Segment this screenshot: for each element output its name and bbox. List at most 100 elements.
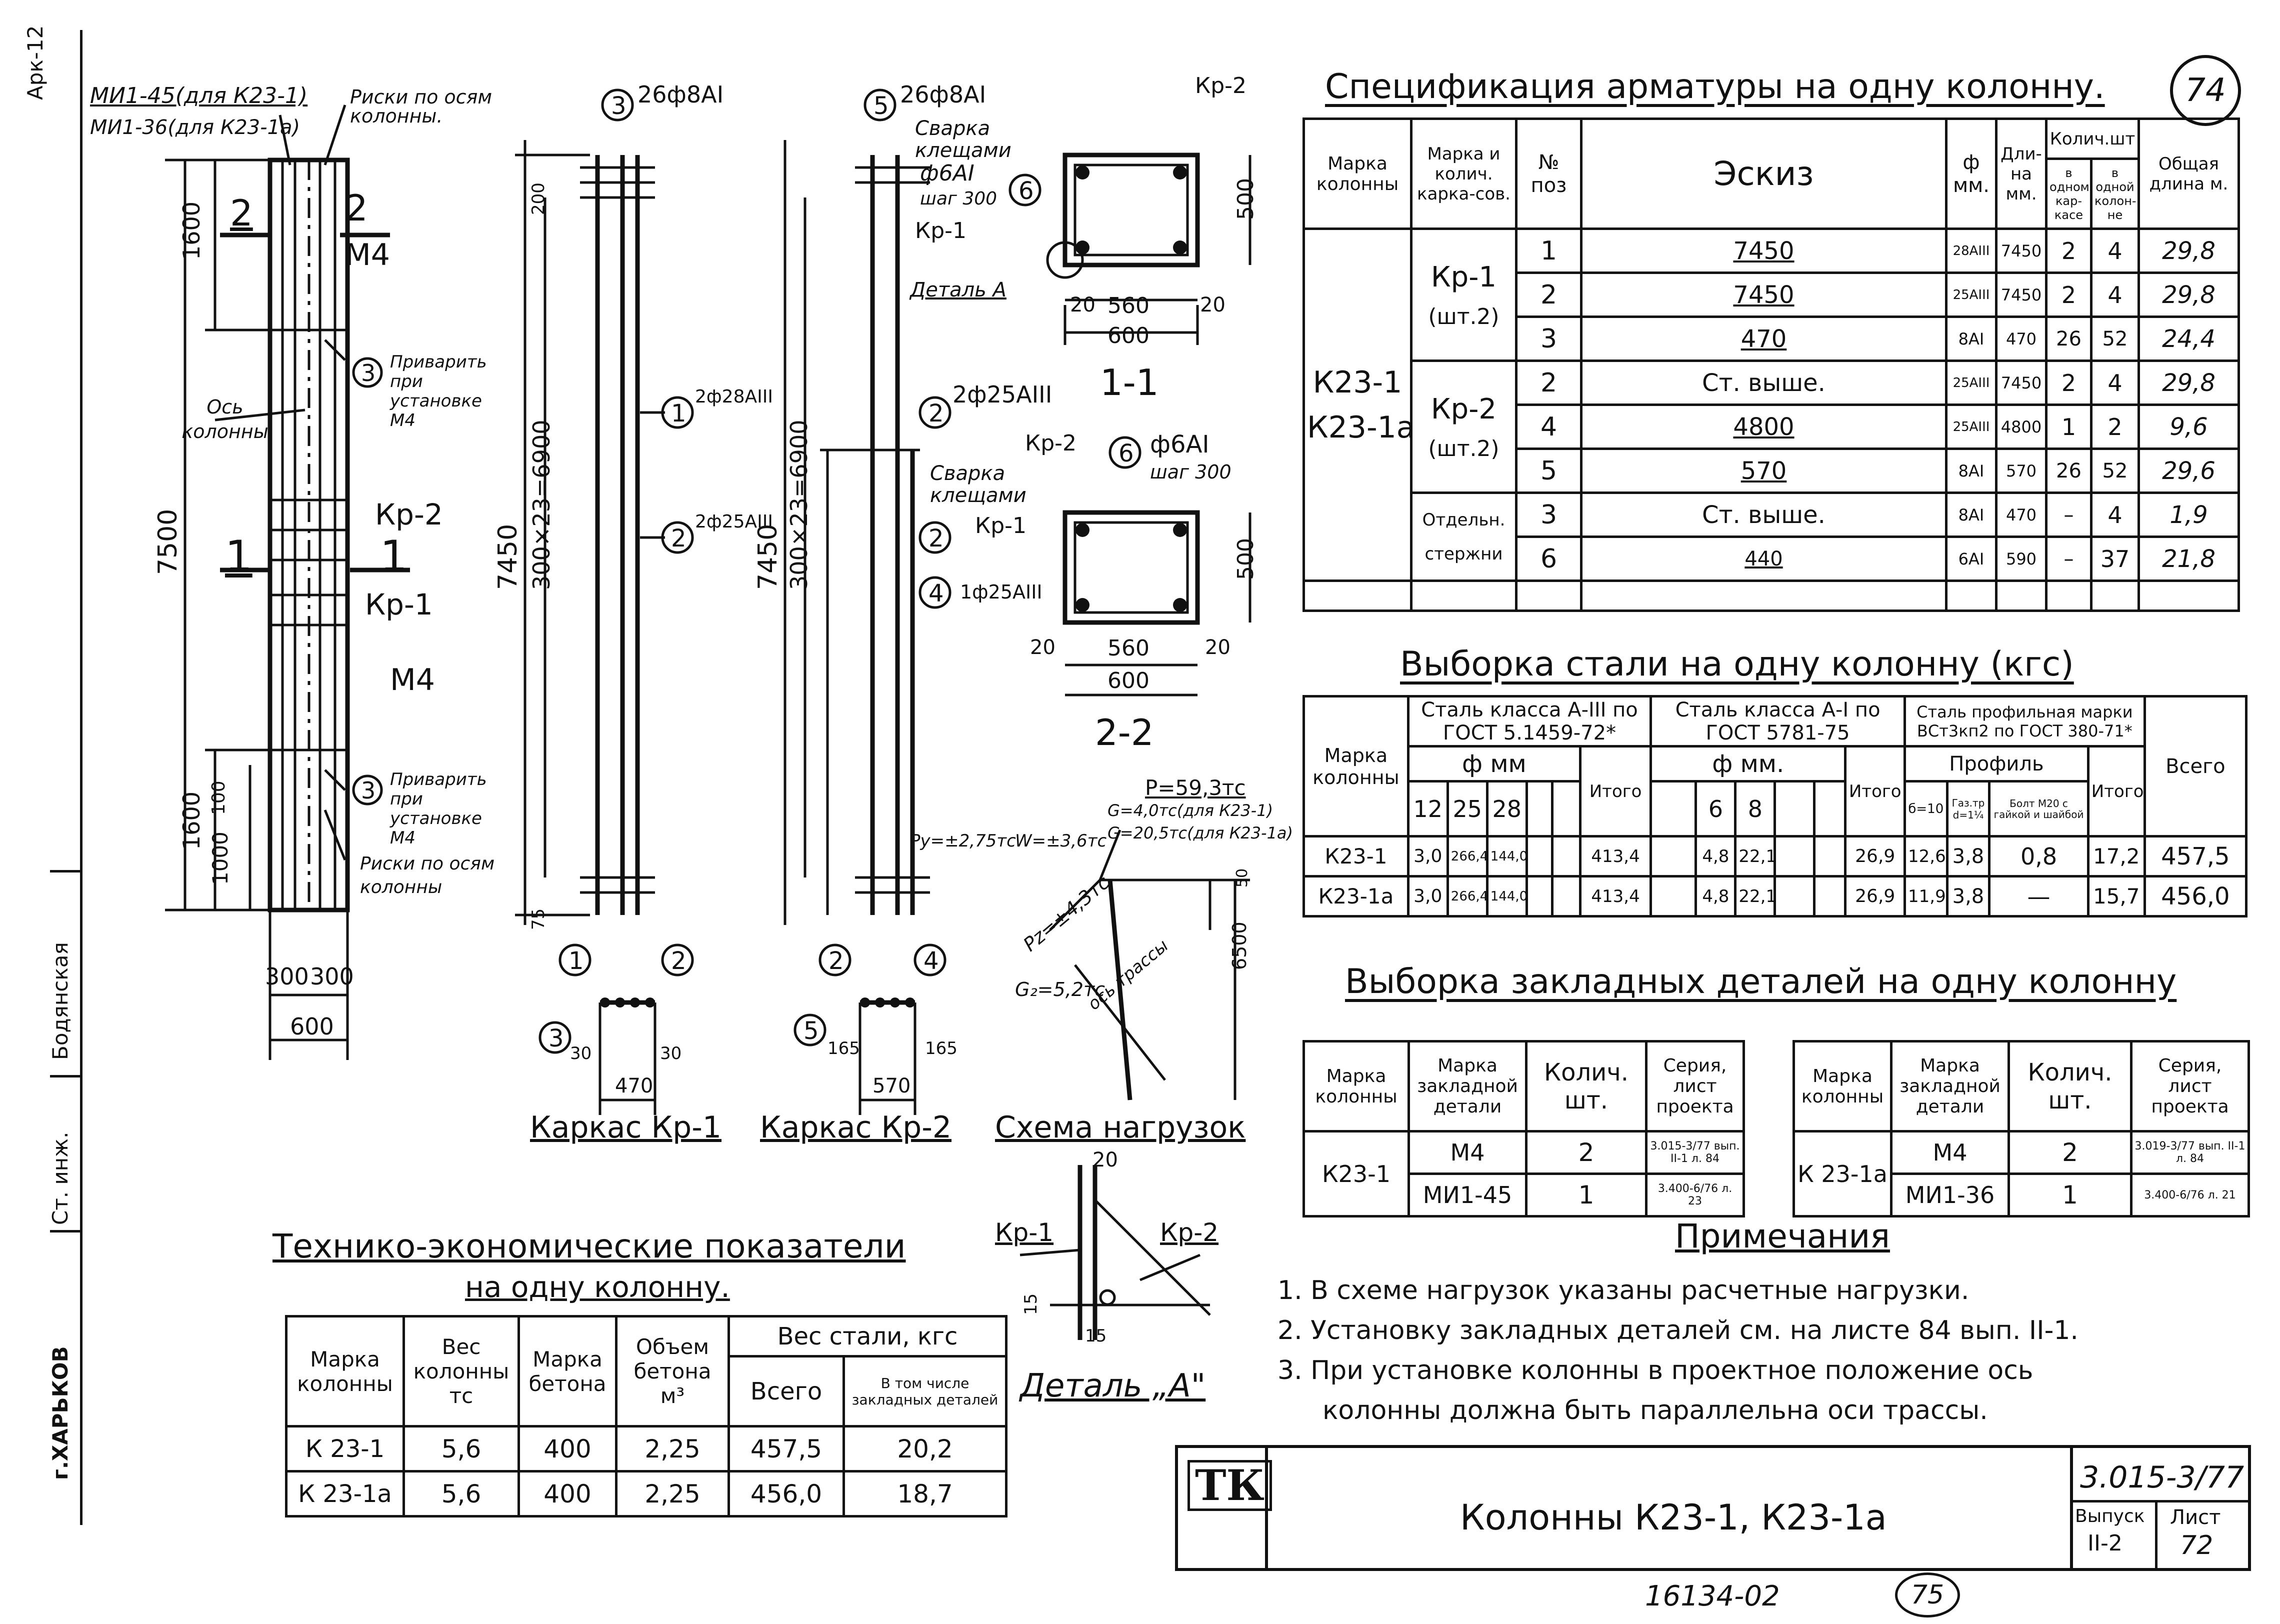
kr1-sec2-label: Кр-1 [975,513,1027,538]
steel-r0-a25: 266,4 [1446,835,1488,878]
spec-r6-pos: 3 [1515,492,1582,538]
spec-r1-len: 7450 [1995,272,2048,318]
spec-r3-sketch: Ст. выше. [1580,360,1948,406]
spec-r3-total: 29,8 [2138,360,2240,406]
emb-l-r0-m: М4 [1408,1130,1528,1175]
frame-kr2-title: Каркас Кр-2 [760,1110,952,1145]
weld-m4-bottom: Приварить при установке М4 [390,770,487,848]
tech-r0-mark: К 23-1 [285,1425,405,1472]
tech-r1-all: 456,0 [728,1470,845,1518]
emb-r-h0: Марка колонны [1792,1040,1892,1132]
steel-r0-c3: 0,8 [1988,835,2090,878]
dim-600-s1: 600 [1108,323,1150,348]
pos-2-label: 2 [928,400,944,428]
spec-r0-n1: 2 [2045,228,2092,274]
steel-table: Марка колонны Сталь класса А-III по ГОСТ… [1302,695,2248,918]
embedded-label-b: МИ1-36(для К23-1а) [90,116,300,139]
emb-l-r0-n: 2 [1525,1130,1648,1175]
steel-r1-c3: — [1988,875,2090,918]
spec-r3-len: 7450 [1995,360,2048,406]
spec-r2-sketch: 470 [1580,316,1948,362]
dim-7450-kr2: 7450 [753,524,783,590]
spec-r7-dia: 6АI [1945,536,1998,582]
spec-r4-dia: 25АIII [1945,404,1998,450]
spec-r7-total: 21,8 [2138,536,2240,582]
spec-r0-total: 29,8 [2138,228,2240,274]
dim-7500: 7500 [153,508,183,575]
spec-r6-dia: 8АI [1945,492,1998,538]
spec-r6-n1: – [2045,492,2092,538]
spec-r7-n1: – [2045,536,2092,582]
spec-r6-n2: 4 [2090,492,2140,538]
m4-top: М4 [345,238,390,272]
steel-h-d12: 12 [1406,780,1449,838]
spec-h-count: Колич.шт [2045,118,2140,160]
note-3: 3. При установке колонны в проектное пол… [1278,1356,2034,1386]
steel-r1-b6: 4,8 [1694,875,1737,918]
emb-l-h2: Колич. шт. [1525,1040,1648,1132]
weld-clamps-top: Сварка клещами [915,117,1012,162]
spec-r7-len: 590 [1995,536,2048,582]
spec-r0-sketch: 7450 [1580,228,1948,274]
section-1-1-title: 1-1 [1100,362,1159,404]
steel-r1-it2: 26,9 [1844,875,1906,918]
spec-r7-n2: 37 [2090,536,2140,582]
tech-r1-emb: 18,7 [842,1470,1008,1518]
steel-r1-it3: 15,7 [2086,875,2146,918]
spec-h-pos: № поз [1515,118,1582,230]
section-2-2-title: 2-2 [1095,712,1154,754]
pos-4-label: 4 [928,580,944,608]
dim-100: 100 [208,780,229,815]
axis-marks-top: Риски по осям колонны. [350,86,492,127]
steel-h-class1: Сталь класса А-I по ГОСТ 5781-75 [1650,695,1906,748]
spec-h-len: Дли-на мм. [1995,118,2048,230]
steel-r0-a12: 3,0 [1406,835,1449,878]
spec-mark-1: К23-1 [1312,364,1402,400]
dim-75: 75 [528,908,548,930]
section-1-left: 1 [225,532,252,582]
emb-r-h1: Марка закладной детали [1890,1040,2010,1132]
section-2-right: 2 [345,187,368,229]
steel-h-p1: б=10 [1904,780,1948,838]
spec-r5-pos: 5 [1515,448,1582,494]
dim-600-s2: 600 [1108,668,1150,694]
weld-m4-top: Приварить при установке М4 [390,352,487,431]
steel-r0-mark: К23-1 [1302,835,1410,878]
steel-r0-a28: 144,0 [1486,835,1528,878]
tech-r0-v: 2,25 [615,1425,730,1472]
steel-r0-it2: 26,9 [1844,835,1906,878]
emb-l-r0-s: 3.015-3/77 вып. II-1 л. 84 [1645,1130,1745,1175]
spec-r5-sketch: 570 [1580,448,1948,494]
dim-165b: 165 [925,1038,958,1058]
emb-l-h0: Марка колонны [1302,1040,1410,1132]
dim-560-s1: 560 [1108,293,1150,318]
tech-r0-all: 457,5 [728,1425,845,1472]
steel-r0-b6: 4,8 [1694,835,1737,878]
tech-h-mark: Марка колонны [285,1315,405,1428]
spec-r5-len: 570 [1995,448,2048,494]
tech-subtitle: на одну колонну. [465,1270,730,1304]
spec-h-total: Общая длина м. [2138,118,2240,230]
spec-group-sep: Отдельн. стержни [1410,492,1518,582]
load-w: W=±3,6тс [1015,831,1107,851]
steel-h-p3: Болт М20 с гайкой и шайбой [1988,780,2090,838]
tech-h-steel-emb: В том числе закладных деталей [842,1355,1008,1428]
spec-col-marks: К23-1 К23-1а [1302,228,1412,582]
frame-kr1-title: Каркас Кр-1 [530,1110,722,1145]
steel-r1-a28: 144,0 [1486,875,1528,918]
dim-560-s2: 560 [1108,636,1150,661]
section-1-right: 1 [380,532,408,582]
detail-a [1020,1165,1211,1340]
rebar-2-label: 2ф25АIII [695,512,773,532]
kr1-detail: Кр-1 [995,1218,1054,1247]
dim-165a: 165 [828,1038,860,1058]
title-block [1175,1445,2251,1571]
steel-h-profile-sub: Профиль [1904,745,2090,782]
rebar-1-label: 2ф28АIII [695,386,773,407]
emb-l-col: К23-1 [1302,1130,1410,1218]
steel-h-mark: Марка колонны [1302,695,1410,838]
steel-h-phi2: ф мм. [1650,745,1847,782]
emb-r-r0-s: 3.019-3/77 вып. II-1 л. 84 [2130,1130,2250,1175]
dim-6500: 6500 [1228,922,1250,970]
emb-r-r0-n: 2 [2008,1130,2132,1175]
